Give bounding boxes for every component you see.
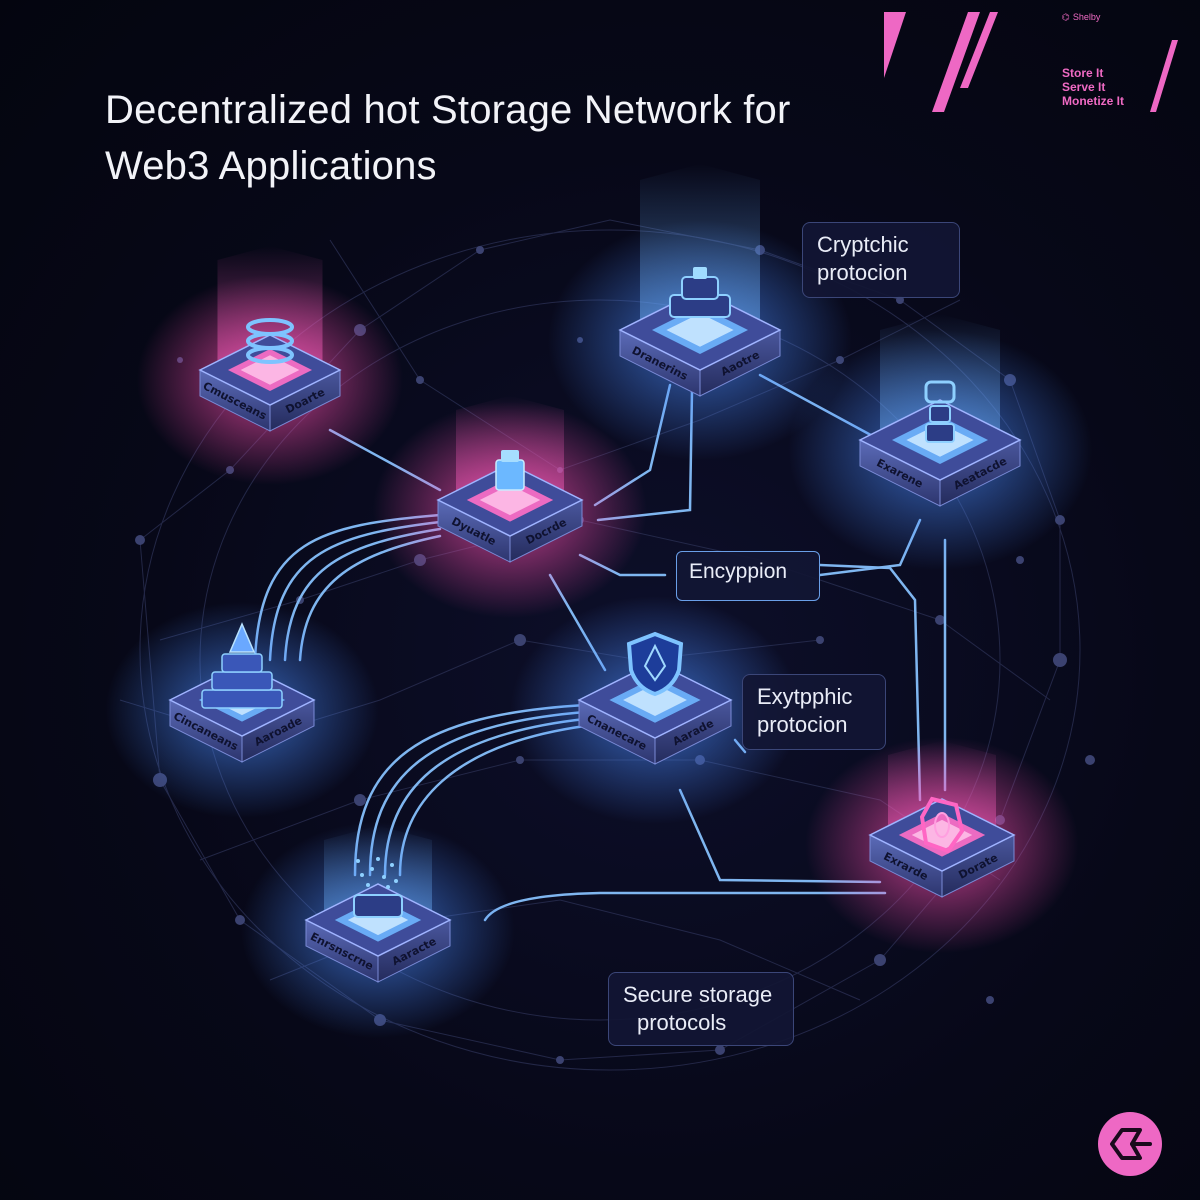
brand-tagline: Store It Serve It Monetize It (1062, 66, 1124, 108)
cube-chain-icon (924, 380, 956, 443)
pyramid-icon (201, 622, 283, 709)
tagline-line-3: Monetize It (1062, 94, 1124, 108)
hexagon-icon (919, 796, 965, 854)
brand-name: ⌬Shelby (1062, 12, 1100, 23)
tagline-line-2: Serve It (1062, 80, 1106, 94)
callout-secure-line-2: protocols (637, 1010, 727, 1035)
link-encryption-hex (818, 563, 922, 802)
node-light-core (479, 484, 541, 516)
brand-name-text: Shelby (1072, 12, 1101, 22)
cube-icon (495, 450, 525, 491)
title-line-1: Decentralized hot Storage Network for (105, 88, 791, 132)
node-light-core (623, 684, 687, 716)
callout-encryption-text: Encyppion (689, 560, 788, 583)
callout-cryptchic-line-2: protocion (817, 260, 908, 285)
brand-mark-icon: ⌬ (1062, 12, 1070, 22)
callout-encryption: Encyppion (676, 551, 820, 601)
particle-cube-icon (353, 857, 403, 918)
node-light-core (240, 355, 300, 385)
callout-exytpphic-line-2: protocion (757, 712, 848, 737)
callout-cryptchic: Cryptchic protocion (802, 222, 960, 298)
database-icon (246, 318, 294, 364)
brand-logo-icon (1098, 1112, 1162, 1176)
shield-icon (626, 631, 684, 697)
brand-slash-graphic (884, 12, 1178, 112)
callout-secure-line-1: Secure storage (623, 982, 773, 1007)
callout-exytpphic: Exytpphic protocion (742, 674, 886, 750)
node-light-core (666, 313, 734, 347)
page-title: Decentralized hot Storage Network for We… (105, 82, 885, 194)
tagline-line-1: Store It (1062, 66, 1104, 80)
callout-secure-storage: Secure storage protocols (608, 972, 794, 1046)
callout-cryptchic-line-1: Cryptchic (817, 232, 909, 257)
title-line-2: Web3 Applications (105, 144, 437, 188)
stack-cube-icon (669, 267, 731, 318)
callout-exytpphic-line-1: Exytpphic (757, 684, 853, 709)
